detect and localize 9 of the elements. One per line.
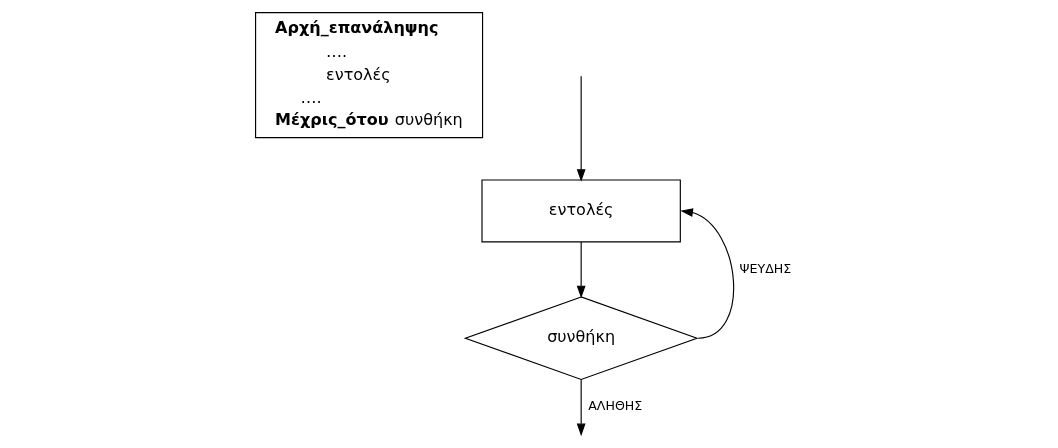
- arrow: [576, 241, 586, 299]
- edge-label: ΨΕΥΔΗΣ: [739, 260, 792, 276]
- node-box: εντολές: [481, 179, 681, 243]
- arrow: [576, 379, 586, 437]
- arrow: [680, 208, 734, 339]
- node-diamond: συνθήκη: [463, 296, 699, 381]
- edge-label: ΑΛΗΘΗΣ: [588, 398, 643, 414]
- node-box: Αρχή_επανάληψης …. εντολές …. Μέχρις_ότου συνθήκη: [255, 12, 484, 139]
- arrow: [576, 75, 586, 182]
